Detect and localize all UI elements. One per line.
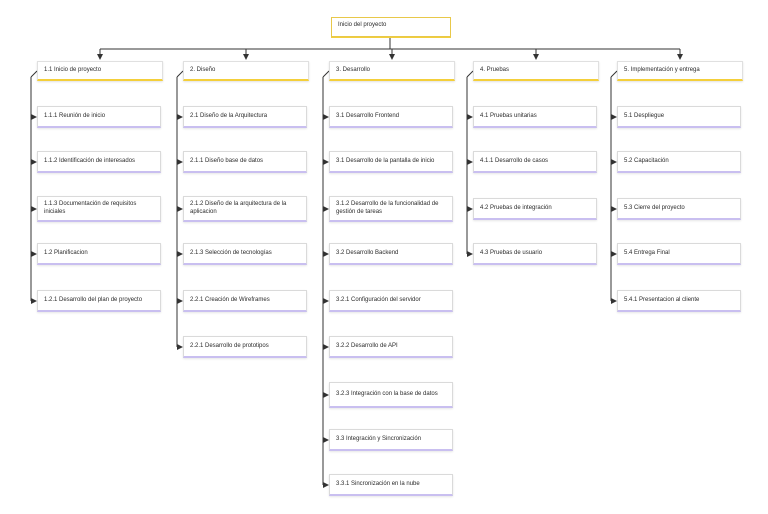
connector-header-corner-2 xyxy=(176,70,184,78)
node-label: 4.1.1 Desarrollo de casos xyxy=(480,157,549,164)
node-label: 3.2.3 Integración con la base de datos xyxy=(336,390,438,397)
column-header-implementacion[interactable]: 5. Implementación y entrega xyxy=(617,61,743,81)
node-4-2[interactable]: 4.2 Pruebas de integración xyxy=(473,198,597,220)
node-1-1-3[interactable]: 1.1.3 Documentación de requisitos inicia… xyxy=(37,196,161,222)
node-1-2[interactable]: 1.2 Planificacion xyxy=(37,243,161,265)
node-label: 1.1.3 Documentación de requisitos inicia… xyxy=(44,201,137,215)
node-label: 3.3.1 Sincronización en la nube xyxy=(336,480,420,487)
node-label: 2.2.1 Creación de Wireframes xyxy=(190,296,270,303)
column-header-diseno[interactable]: 2. Diseño xyxy=(183,61,309,81)
node-5-1[interactable]: 5.1 Despliegue xyxy=(617,106,741,128)
column-header-inicio[interactable]: 1.1 Inicio de proyecto xyxy=(37,61,163,81)
node-3-3-1[interactable]: 3.3.1 Sincronización en la nube xyxy=(329,474,453,496)
node-label: 4.3 Pruebas de usuario xyxy=(480,249,543,256)
node-label: 3.2.1 Configuración del servidor xyxy=(336,296,421,303)
node-5-3[interactable]: 5.3 Cierre del proyecto xyxy=(617,198,741,220)
node-3-1-frontend[interactable]: 3.1 Desarrollo Frontend xyxy=(329,106,453,128)
node-label: 2.2.1 Desarrollo de prototipos xyxy=(190,342,269,349)
node-label: 2.1.1 Diseño base de datos xyxy=(190,157,264,164)
root-node-label: Inicio del proyecto xyxy=(338,22,387,28)
connector-header-corner-1 xyxy=(30,70,38,78)
root-node[interactable]: Inicio del proyecto xyxy=(331,17,451,37)
node-label: 1.2 Planificacion xyxy=(44,249,88,256)
node-3-1-2[interactable]: 3.1.2 Desarrollo de la funcionalidad de … xyxy=(329,196,453,222)
connector-header-corner-3 xyxy=(322,70,330,78)
column-header-label: 5. Implementación y entrega xyxy=(624,66,700,73)
node-label: 4.1 Pruebas unitarias xyxy=(480,112,537,119)
node-3-1-pantalla-inicio[interactable]: 3.1 Desarrollo de la pantalla de inicio xyxy=(329,151,453,173)
node-label: 2.1.2 Diseño de la arquitectura de la ap… xyxy=(190,201,287,215)
node-3-3[interactable]: 3.3 Integración y Sincronización xyxy=(329,429,453,451)
column-header-label: 3. Desarrollo xyxy=(336,66,371,73)
node-2-2-1-prototipos[interactable]: 2.2.1 Desarrollo de prototipos xyxy=(183,336,307,358)
connector-header-corner-4 xyxy=(466,70,474,78)
node-label: 5.1 Despliegue xyxy=(624,112,665,119)
node-label: 5.4.1 Presentacion al cliente xyxy=(624,296,700,303)
node-label: 1.1.2 Identificación de interesados xyxy=(44,157,136,164)
node-4-1[interactable]: 4.1 Pruebas unitarias xyxy=(473,106,597,128)
node-5-4-1[interactable]: 5.4.1 Presentacion al cliente xyxy=(617,290,741,312)
node-label: 3.1.2 Desarrollo de la funcionalidad de … xyxy=(336,201,439,215)
node-2-1[interactable]: 2.1 Diseño de la Arquitectura xyxy=(183,106,307,128)
column-header-label: 4. Pruebas xyxy=(480,66,510,73)
node-5-4[interactable]: 5.4 Entrega Final xyxy=(617,243,741,265)
node-1-1-1[interactable]: 1.1.1 Reunión de inicio xyxy=(37,106,161,128)
node-label: 5.4 Entrega Final xyxy=(624,249,670,256)
node-label: 4.2 Pruebas de integración xyxy=(480,204,552,211)
column-header-label: 2. Diseño xyxy=(190,66,216,73)
node-2-1-1[interactable]: 2.1.1 Diseño base de datos xyxy=(183,151,307,173)
node-3-2-1[interactable]: 3.2.1 Configuración del servidor xyxy=(329,290,453,312)
node-label: 3.2 Desarrollo Backend xyxy=(336,249,399,256)
column-header-desarrollo[interactable]: 3. Desarrollo xyxy=(329,61,455,81)
node-label: 1.1.1 Reunión de inicio xyxy=(44,112,106,119)
node-label: 3.1 Desarrollo Frontend xyxy=(336,112,400,119)
node-2-1-3[interactable]: 2.1.3 Selección de tecnologías xyxy=(183,243,307,265)
node-5-2[interactable]: 5.2 Capacitación xyxy=(617,151,741,173)
node-label: 2.1 Diseño de la Arquitectura xyxy=(190,112,268,119)
node-label: 3.2.2 Desarrollo de API xyxy=(336,342,398,349)
node-1-2-1[interactable]: 1.2.1 Desarrollo del plan de proyecto xyxy=(37,290,161,312)
node-3-2-2[interactable]: 3.2.2 Desarrollo de API xyxy=(329,336,453,358)
node-label: 1.2.1 Desarrollo del plan de proyecto xyxy=(44,296,143,303)
connector-header-corner-5 xyxy=(610,70,618,78)
node-4-3[interactable]: 4.3 Pruebas de usuario xyxy=(473,243,597,265)
node-label: 2.1.3 Selección de tecnologías xyxy=(190,249,272,256)
column-header-label: 1.1 Inicio de proyecto xyxy=(44,66,102,73)
column-header-pruebas[interactable]: 4. Pruebas xyxy=(473,61,599,81)
node-label: 5.3 Cierre del proyecto xyxy=(624,204,685,211)
node-1-1-2[interactable]: 1.1.2 Identificación de interesados xyxy=(37,151,161,173)
node-3-2[interactable]: 3.2 Desarrollo Backend xyxy=(329,243,453,265)
node-2-1-2[interactable]: 2.1.2 Diseño de la arquitectura de la ap… xyxy=(183,196,307,222)
node-label: 3.3 Integración y Sincronización xyxy=(336,435,422,442)
node-label: 5.2 Capacitación xyxy=(624,157,669,164)
node-3-2-3[interactable]: 3.2.3 Integración con la base de datos xyxy=(329,382,453,408)
node-4-1-1[interactable]: 4.1.1 Desarrollo de casos xyxy=(473,151,597,173)
node-label: 3.1 Desarrollo de la pantalla de inicio xyxy=(336,157,435,164)
node-2-2-1-wireframes[interactable]: 2.2.1 Creación de Wireframes xyxy=(183,290,307,312)
